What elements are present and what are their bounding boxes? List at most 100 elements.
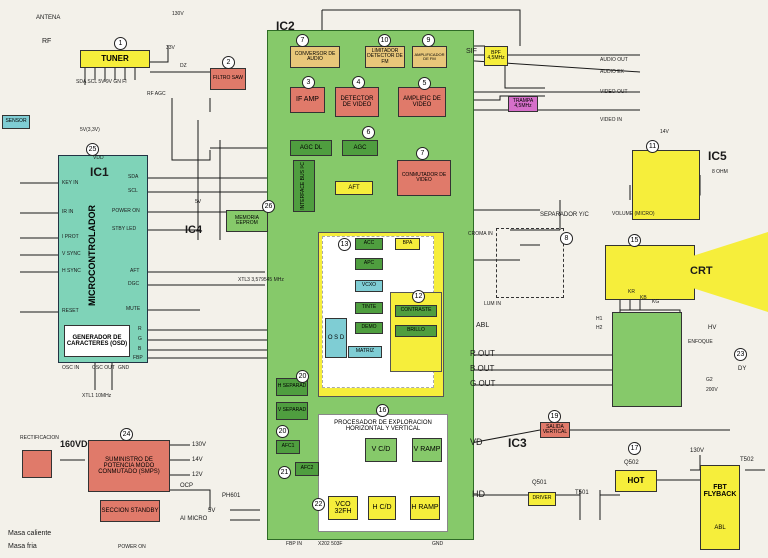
video-in-label: VIDEO IN [600,117,622,123]
tuner-pins: SDA SCL 5V 9V GN FI [76,79,127,85]
osd-gen-block: GENERADOR DE CARACTERES (OSD) [64,325,130,357]
sensor-block: SENSOR [2,115,30,129]
video-out-label: VIDEO OUT [600,89,628,95]
x202-label: X202 503F [318,541,343,547]
aft-block: AFT [335,181,373,195]
ic1-name: MICROCONTROLADOR [87,204,98,306]
filtro-saw-block: FILTRO SAW [210,68,246,90]
rf-agc-label: RF AGC [147,91,166,97]
badge: 25 [86,143,99,156]
video-out-area [612,312,682,407]
h2-label: H2 [596,325,603,331]
hramp-block: H RAMP [410,496,440,520]
tuner-130v: 130V [172,11,184,17]
ic1-g: G [138,336,142,342]
pwr-5v: 5V [208,508,216,514]
vco-block: VCO 32FH [328,496,358,520]
xtl3-label: XTL3 3,579545 MHz [238,277,284,283]
ic3-salida: SALIDA VERTICAL [540,422,570,438]
ic1-fbp: FBP [133,355,143,361]
smps-block: SUMINISTRO DE POTENCIA MODO CONMUTADO (S… [88,440,170,492]
caliente-label: Masa caliente [8,530,52,537]
ic1-osc-out: OSC OUT [92,365,115,371]
fria-label: Masa fria [8,543,37,550]
badge: 9 [422,34,435,47]
badge: 7 [296,34,309,47]
rect-block [22,450,52,478]
badge: 26 [262,200,275,213]
separador-area [496,228,564,298]
q502-label: Q502 [624,460,639,466]
g-out-label: G OUT [470,379,496,388]
ic1-r: R [138,326,142,332]
bpf-block: BPF 4,5MHz [484,46,508,66]
ic4-block: MEMORIA EEPROM [226,210,268,232]
badge: 7 [416,147,429,160]
bus-block: INTERFACE BUS I²C [293,160,315,212]
fbt-block: FBT FLYBACK ABL [700,465,740,550]
kg-label: KG [652,299,660,305]
badge: 8 [560,232,573,245]
badge: 16 [376,404,389,417]
v200-label: 200V [706,387,718,393]
vcxo-block: VCXO [355,280,383,292]
conv-video-block: CONMUTADOR DE VIDEO [397,160,451,196]
ic1-pin-prot: I PROT [62,234,79,240]
ic1-pin-ir: IR IN [62,209,74,215]
badge: 11 [646,140,659,153]
acc-block: ACC [355,238,383,250]
proc-title: PROCESADOR DE EXPLORACION HORIZONTAL Y V… [334,419,432,432]
ic5-ohm: 8 OHM [712,169,728,175]
vd-label: VD [470,437,483,447]
gnd-label: GND [432,541,444,547]
osd-block: O S D [325,318,347,358]
hd-label: HD [472,489,485,499]
t502-label: T502 [740,457,754,463]
badge: 22 [312,498,325,511]
lum-label: LUM IN [484,301,501,307]
ai-micro-label: AI MICRO [180,516,208,522]
ic1-pin-key: KEY IN [62,180,79,186]
ic1-gnd: GND [118,365,130,371]
demo-block: DEMO [355,322,383,334]
badge: 19 [548,410,561,423]
pwr-12v: 12V [192,472,203,478]
rf-label: RF [42,38,52,45]
ocp-label: OCP [180,483,194,489]
pwr-14v: 14V [192,457,203,463]
hv-label: HV [708,325,717,331]
ic1-vdd: VDD [93,155,104,161]
matriz-block: MATRIZ [348,346,382,358]
v-sep-block: V SEPARAD [276,402,308,420]
badge: 13 [338,238,351,251]
ic1-osc-in: OSC IN [62,365,80,371]
brillo-block: BRILLO [395,325,437,337]
ic1-pin-sda: SDA [128,174,139,180]
tuner-block: TUNER [80,50,150,68]
ic1-xtal: XTL1 10MHz [82,393,112,399]
ic5-14v: 14V [660,129,669,135]
agc-block: AGC [342,140,378,156]
ic5-title: IC5 [708,149,727,163]
kr-label: KR [628,289,635,295]
b-out-label: B OUT [470,364,495,373]
antena-label: ANTENA [36,15,61,21]
ic1-pin-power: POWER ON [112,208,140,214]
badge: 12 [412,290,425,303]
afc2-block: AFC2 [295,462,319,476]
ic1-b: B [138,346,142,352]
ic5-vol: VOLUME (MICRO) [612,211,655,217]
ic1-pin-aft: AFT [130,268,140,274]
ph601-label: PH601 [222,493,241,499]
apc-block: APC [355,258,383,270]
agc-dl-block: AGC DL [290,140,332,156]
contraste-block: CONTRASTE [395,305,437,317]
ic5-block [632,150,700,220]
standby-block: SECCION STANDBY [100,500,160,522]
r-out-label: R OUT [470,349,495,358]
driver-block: DRIVER [528,492,556,506]
t501-label: T501 [575,490,589,496]
dy-label: DY [738,366,747,372]
vramp-block: V RAMP [412,438,442,462]
